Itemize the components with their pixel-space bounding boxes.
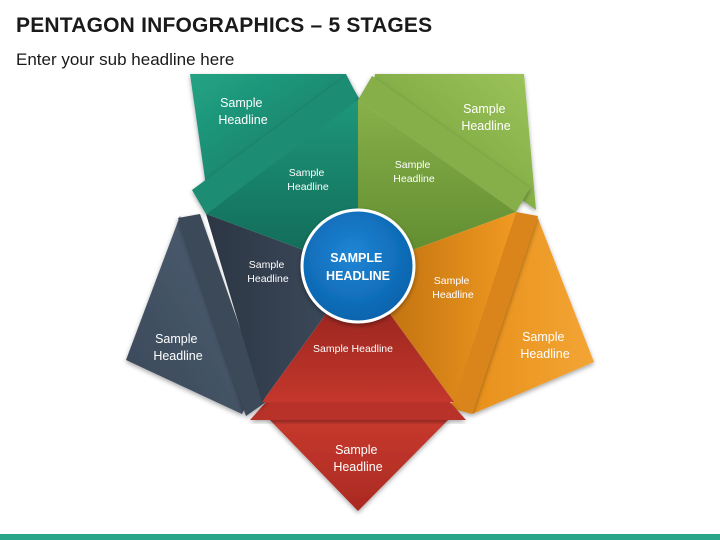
stage-teal-inner-label: Sample Headline bbox=[287, 167, 329, 193]
stage-orange-outer-flap bbox=[472, 216, 594, 414]
stage-red-inner-label: Sample Headline bbox=[313, 343, 393, 355]
center-circle bbox=[300, 208, 416, 324]
stage-green-strip bbox=[358, 76, 530, 212]
stage-red-segment bbox=[262, 270, 454, 402]
stage-green-outer-label: Sample Headline bbox=[461, 102, 510, 133]
stage-orange-outer-label: Sample Headline bbox=[520, 330, 569, 361]
page-title: PENTAGON INFOGRAPHICS – 5 STAGES bbox=[16, 14, 433, 37]
stage-slate-strip bbox=[178, 214, 266, 416]
page-subtitle: Enter your sub headline here bbox=[16, 50, 235, 69]
stage-green-inner-label: Sample Headline bbox=[393, 159, 435, 185]
center-label: SAMPLE HEADLINE bbox=[326, 251, 390, 283]
stage-red-outer-flap bbox=[268, 418, 450, 511]
stage-orange-inner-label: Sample Headline bbox=[432, 275, 474, 301]
stage-teal-strip bbox=[192, 76, 360, 214]
stage-slate-outer-label: Sample Headline bbox=[153, 332, 202, 363]
stage-slate-inner-label: Sample Headline bbox=[247, 259, 289, 285]
stage-orange-strip bbox=[450, 212, 538, 414]
stage-red-strip bbox=[250, 402, 466, 420]
footer-accent-bar bbox=[0, 534, 720, 540]
stage-red-outer-label: Sample Headline bbox=[333, 443, 382, 474]
stage-teal-outer-label: Sample Headline bbox=[218, 96, 267, 127]
stage-slate-outer-flap bbox=[126, 216, 248, 414]
